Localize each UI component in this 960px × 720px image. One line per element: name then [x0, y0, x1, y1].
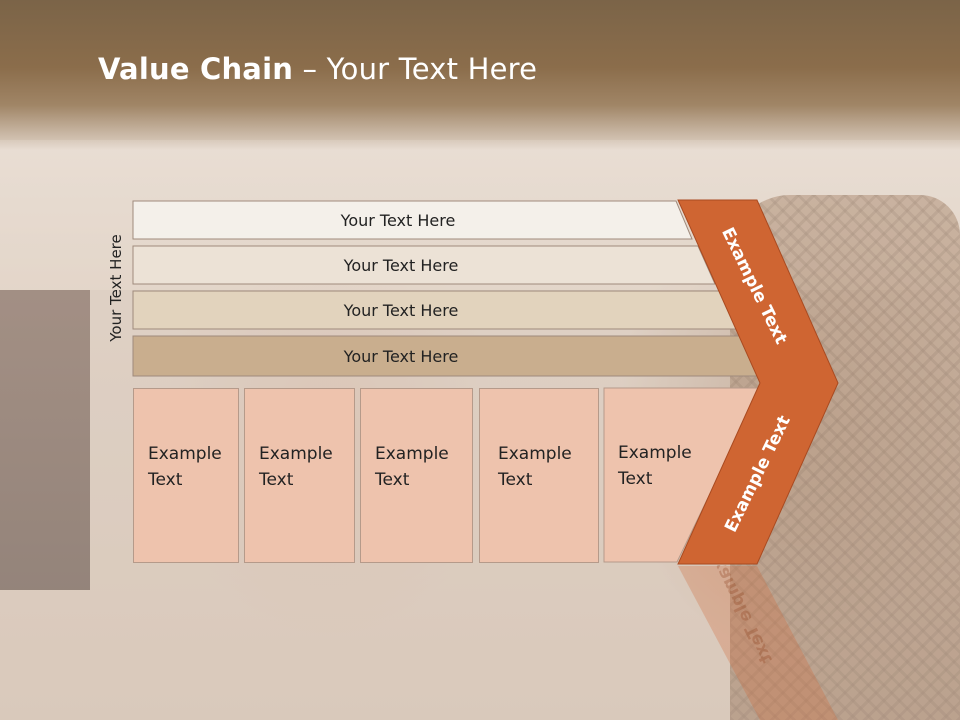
bar-2[interactable]: Your Text Here: [133, 246, 699, 284]
cards-reflection: Example Text Example Text Example Text E…: [0, 565, 960, 720]
bar-3-label: Your Text Here: [343, 300, 459, 320]
header-band: [0, 0, 960, 150]
card-3[interactable]: Example Text: [360, 388, 473, 563]
card-1-line2: Text: [148, 470, 183, 490]
card-4-line2: Text: [498, 470, 533, 490]
card-2-line2: Text: [259, 470, 294, 490]
chevron-reflection: [678, 566, 838, 720]
card-5-line2: Text: [618, 469, 653, 489]
card-2[interactable]: Example Text: [244, 388, 355, 563]
bar-1[interactable]: Your Text Here: [133, 201, 693, 239]
bar-shape-1[interactable]: [132, 200, 693, 240]
card-4-line1: Example: [498, 444, 572, 464]
card-3-line1: Example: [375, 444, 449, 464]
card-shape-5[interactable]: [603, 387, 762, 563]
bar-2-label: Your Text Here: [343, 255, 459, 275]
slide-title-bold: Value Chain: [98, 52, 294, 86]
slide-title[interactable]: Value Chain – Your Text Here: [98, 52, 537, 86]
chevron-arrow[interactable]: [677, 199, 839, 565]
card-1-line1: Example: [148, 444, 222, 464]
slide-title-rest: – Your Text Here: [293, 52, 538, 86]
bar-4-label: Your Text Here: [343, 346, 459, 366]
bar-shape-2[interactable]: [132, 245, 716, 285]
bar-3[interactable]: Your Text Here: [133, 291, 699, 329]
bar-1-label: Your Text Here: [340, 210, 456, 230]
card-5-line1: Example: [618, 443, 692, 463]
chevron-label-reflection: Example Text: [703, 565, 777, 667]
background-furniture: [0, 290, 90, 590]
card-4[interactable]: Example Text: [479, 388, 599, 563]
bar-4[interactable]: Your Text Here: [133, 337, 699, 375]
card-3-line2: Text: [375, 470, 410, 490]
card-2-line1: Example: [259, 444, 333, 464]
card-5[interactable]: Example Text: [604, 388, 704, 563]
card-1[interactable]: Example Text: [133, 388, 239, 563]
